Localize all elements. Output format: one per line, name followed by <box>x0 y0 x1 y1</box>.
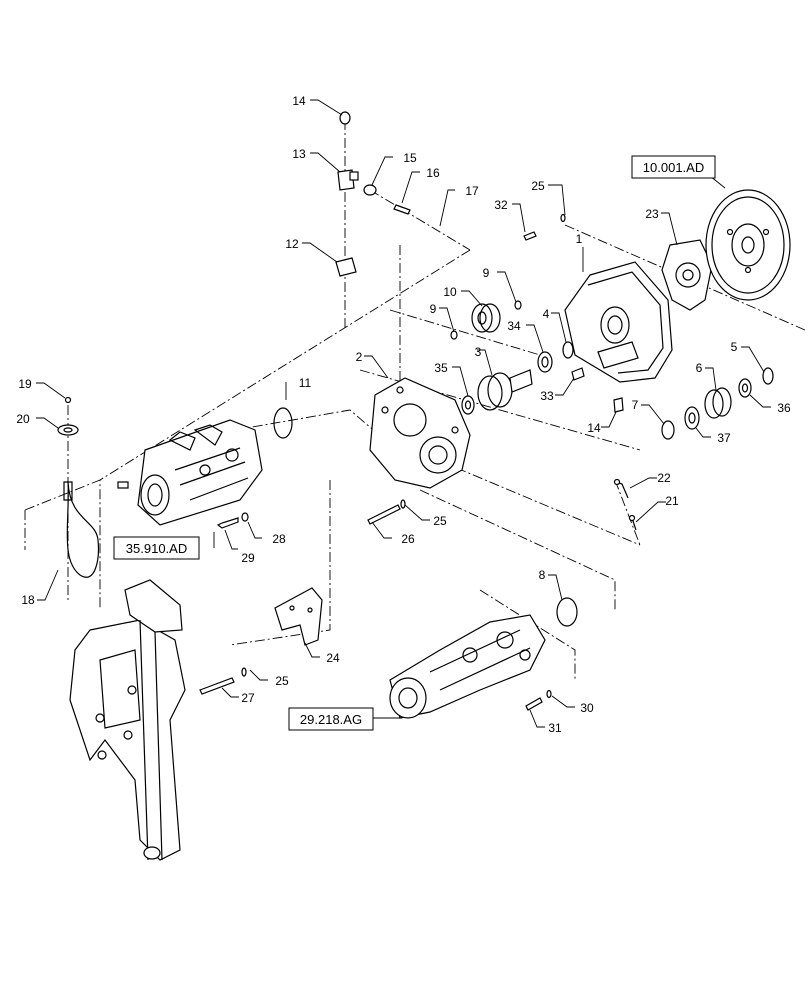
callout-34: 34 <box>507 319 521 333</box>
callout-12: 12 <box>285 237 299 251</box>
callout-31: 31 <box>548 721 562 735</box>
callout-37: 37 <box>717 431 731 445</box>
part-bolt-32 <box>523 213 566 241</box>
part-cap-lower <box>613 397 624 413</box>
part-dipstick-cap <box>57 396 79 436</box>
part-bracket <box>274 587 323 646</box>
part-adapter <box>363 184 377 196</box>
callout-8: 8 <box>539 568 546 582</box>
part-o-ring-8 <box>556 597 578 627</box>
callout-20: 20 <box>16 412 30 426</box>
part-snap-ring-4 <box>562 341 574 359</box>
part-pin-9-right <box>514 300 522 310</box>
ref-box-pump[interactable]: 35.910.AD <box>113 536 200 560</box>
part-key-33 <box>571 367 585 381</box>
part-elbow-fitting <box>337 169 359 191</box>
callout-25a: 25 <box>531 179 545 193</box>
ref-label-pump: 35.910.AD <box>126 541 187 556</box>
part-gear-10 <box>471 303 501 333</box>
part-pin-9-left <box>450 330 458 340</box>
part-drive-motor <box>389 614 546 719</box>
part-sensor-21 <box>628 514 637 531</box>
part-gear-housing <box>564 261 673 383</box>
callout-numbers: 1 2 3 4 5 6 7 8 9 9 10 11 12 13 14 14 15… <box>16 94 791 735</box>
ref-box-flywheel[interactable]: 10.001.AD <box>631 155 716 179</box>
part-snap-ring-7 <box>661 420 675 440</box>
callout-26: 26 <box>401 532 415 546</box>
part-dipstick-tube <box>63 481 100 578</box>
ref-box-motor[interactable]: 29.218.AG <box>288 707 374 731</box>
part-drive-coupling <box>661 239 713 311</box>
callout-13: 13 <box>292 147 306 161</box>
part-flywheel <box>705 189 791 301</box>
callout-11: 11 <box>299 376 312 390</box>
part-bearing-37 <box>684 406 700 430</box>
callout-30: 30 <box>580 701 594 715</box>
part-bolt-31 <box>525 689 552 711</box>
callout-16: 16 <box>426 166 440 180</box>
part-bearing-34 <box>537 351 553 373</box>
callout-19: 19 <box>18 377 32 391</box>
callout-7: 7 <box>632 398 639 412</box>
part-o-ring-11 <box>273 407 293 439</box>
part-bearing-35 <box>461 395 475 415</box>
part-hydraulic-pump <box>117 419 263 526</box>
callout-6: 6 <box>696 361 703 375</box>
part-bolt-29 <box>216 512 249 529</box>
callout-24: 24 <box>326 651 340 665</box>
part-snap-ring-5 <box>762 367 774 385</box>
callout-10: 10 <box>443 285 457 299</box>
callout-25c: 25 <box>275 674 289 688</box>
part-washer-36 <box>738 378 752 398</box>
callout-14a: 14 <box>292 94 306 108</box>
callout-36: 36 <box>777 401 791 415</box>
callout-18: 18 <box>21 593 35 607</box>
part-housing-plate <box>369 377 471 489</box>
callout-35: 35 <box>434 361 448 375</box>
callout-27: 27 <box>241 691 255 705</box>
part-sensor-22 <box>613 478 629 499</box>
callout-32: 32 <box>494 198 508 212</box>
callout-17: 17 <box>465 184 479 198</box>
callout-4: 4 <box>543 307 550 321</box>
callout-22: 22 <box>657 471 671 485</box>
ref-label-flywheel: 10.001.AD <box>643 160 704 175</box>
part-cap-top <box>339 111 351 125</box>
callout-29: 29 <box>241 551 255 565</box>
part-pin <box>393 204 411 215</box>
part-chassis-frame <box>69 579 186 861</box>
part-bolt-26 <box>367 499 406 525</box>
callout-9b: 9 <box>483 266 490 280</box>
callout-15: 15 <box>403 151 417 165</box>
part-block-fitting <box>335 257 357 277</box>
ref-label-motor: 29.218.AG <box>300 712 362 727</box>
callout-14b: 14 <box>587 421 601 435</box>
callout-5: 5 <box>731 340 738 354</box>
leader-lines <box>36 99 771 728</box>
callout-25b: 25 <box>433 514 447 528</box>
part-bolt-27 <box>199 667 247 695</box>
part-shaft-3 <box>477 369 533 411</box>
callout-3: 3 <box>475 345 482 359</box>
part-gear-6 <box>704 387 732 419</box>
callout-2: 2 <box>356 350 363 364</box>
callout-9a: 9 <box>430 302 437 316</box>
callout-33: 33 <box>540 389 554 403</box>
callout-21: 21 <box>665 494 679 508</box>
callout-23: 23 <box>645 207 659 221</box>
callout-1: 1 <box>576 232 583 246</box>
callout-28: 28 <box>272 532 286 546</box>
